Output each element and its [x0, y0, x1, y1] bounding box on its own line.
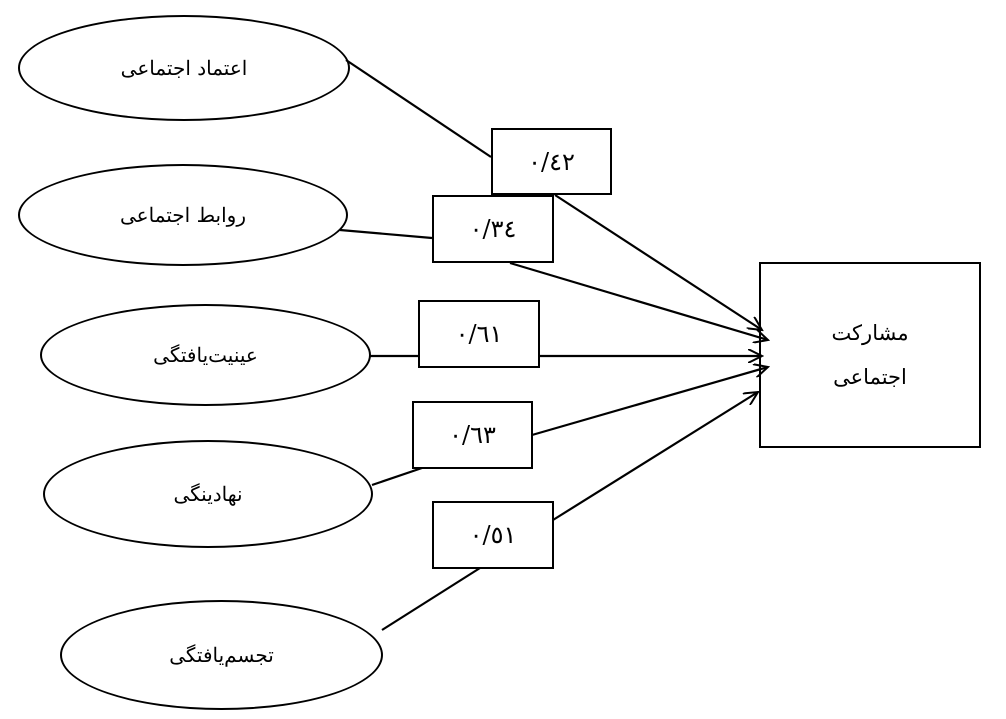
edge-out-1: [554, 194, 762, 330]
factor-label: تجسم‌یافتگی: [169, 643, 274, 667]
target-label-line2: اجتماعی: [833, 365, 907, 389]
factor-embodiment: تجسم‌یافتگی: [60, 600, 383, 710]
coefficient-value: ٠/٥١: [469, 521, 517, 549]
target-label-line1: مشارکت: [831, 321, 909, 345]
edge-in-1: [345, 59, 492, 158]
edge-in-5: [381, 567, 481, 631]
coefficient-box-4: ٠/٦٣: [412, 401, 533, 469]
coefficient-box-1: ٠/٤٢: [491, 128, 612, 195]
factor-social-relations: روابط اجتماعی: [18, 164, 348, 266]
coefficient-box-2: ٠/٣٤: [432, 195, 554, 263]
target-social-participation: مشارکت اجتماعی: [759, 262, 981, 448]
factor-social-trust: اعتماد اجتماعی: [18, 15, 350, 121]
edge-out-2: [509, 261, 768, 340]
factor-label: نهادینگی: [173, 482, 243, 506]
coefficient-value: ٠/٦٣: [449, 421, 496, 449]
factor-label: عینیت‌یافتگی: [153, 343, 258, 367]
edge-in-4: [371, 466, 423, 487]
coefficient-value: ٠/٤٢: [528, 147, 575, 176]
coefficient-value: ٠/٦١: [455, 320, 503, 348]
coefficient-value: ٠/٣٤: [469, 215, 517, 243]
coefficient-box-3: ٠/٦١: [418, 300, 540, 368]
factor-label: اعتماد اجتماعی: [120, 56, 248, 80]
coefficient-box-5: ٠/٥١: [432, 501, 554, 569]
edge-out-5: [552, 392, 758, 521]
edge-out-4: [531, 367, 768, 437]
edge-in-2: [339, 228, 433, 240]
factor-institutionalization: نهادینگی: [43, 440, 373, 548]
factor-label: روابط اجتماعی: [120, 203, 246, 227]
factor-objectification: عینیت‌یافتگی: [40, 304, 371, 406]
